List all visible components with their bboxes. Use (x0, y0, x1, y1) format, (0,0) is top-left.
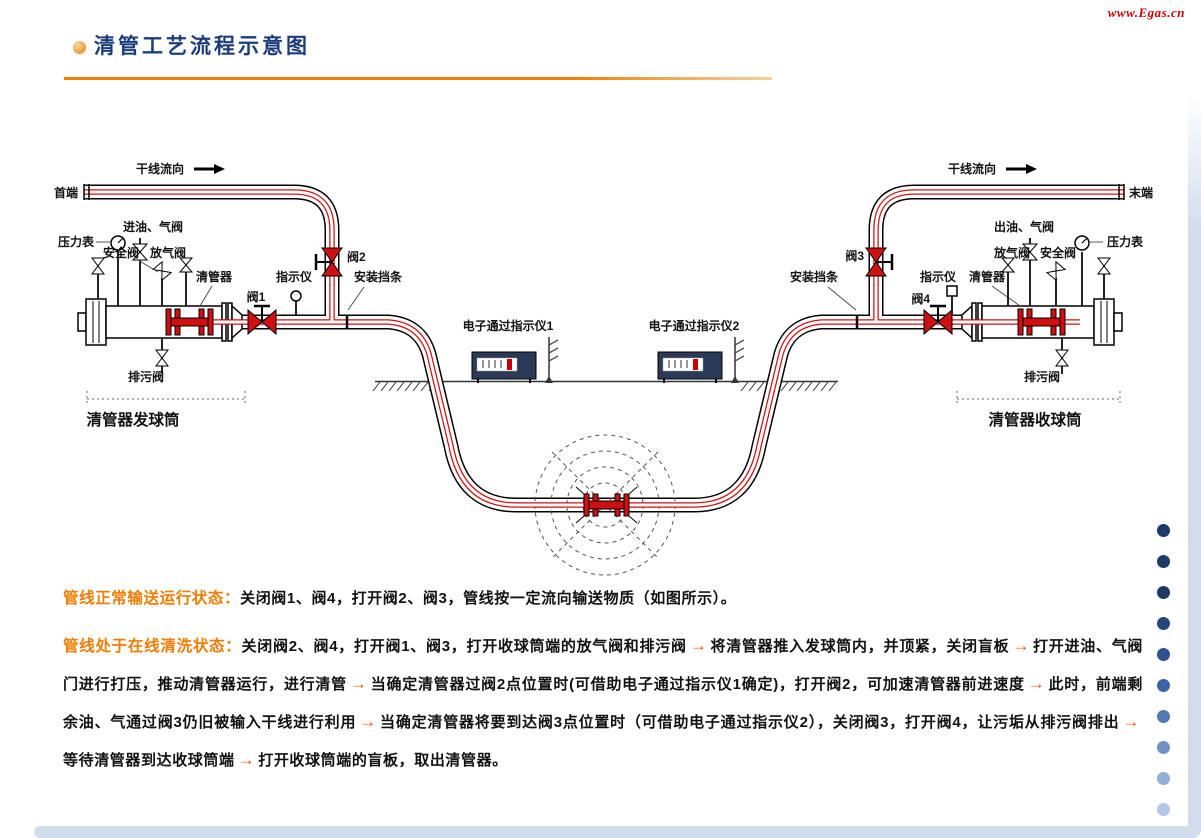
launcher-indicator-label: 指示仪 (276, 269, 313, 284)
cleaning-state-label: 管线处于在线清洗状态： (63, 638, 242, 655)
receiver-outlet-valve-label: 出油、气阀 (994, 219, 1054, 234)
side-dot (1157, 741, 1170, 754)
pig-in-pipeline (575, 486, 638, 524)
receiver-vent-valve-label: 放气阀 (993, 245, 1030, 260)
page-title: 清管工艺流程示意图 (94, 35, 310, 58)
launcher-safety-valve-label: 安全阀 (103, 245, 139, 260)
side-dot (1157, 803, 1170, 816)
flow-arrow: → (1122, 712, 1140, 731)
valve-3 (865, 247, 894, 277)
flow-lines (84, 189, 1124, 508)
pipe-end-flanges (83, 184, 1125, 200)
valve-1 (247, 304, 277, 336)
head-end-label: 首端 (54, 185, 78, 200)
dots-column (1157, 524, 1170, 816)
tail-end-label: 末端 (1129, 185, 1153, 200)
flow-arrow: → (359, 712, 377, 731)
normal-state-label: 管线正常输送运行状态： (63, 590, 241, 607)
page-frame-bottom (34, 826, 1201, 838)
launcher-caption: 清管器发球筒 (86, 410, 179, 429)
launcher-bracket (86, 391, 246, 403)
receiver-caption: 清管器收球筒 (988, 410, 1081, 429)
pass-indicator-2 (657, 337, 745, 383)
receiver-stop-bar-label: 安装挡条 (790, 269, 839, 284)
normal-state-text: 关闭阀1、阀4，打开阀2、阀3，管线按一定流向输送物质（如图所示）。 (240, 590, 737, 607)
pass-indicator-2-label: 电子通过指示仪2 (649, 318, 740, 333)
pass-indicator-1-label: 电子通过指示仪1 (463, 318, 554, 333)
launcher-pressure-gauge-label: 压力表 (58, 234, 95, 249)
main-pipeline (84, 184, 1124, 513)
valve-1-label: 阀1 (247, 290, 266, 304)
title-bullet-icon (73, 41, 86, 54)
flow-label-left: 干线流向 (136, 161, 184, 176)
launcher-fittings (91, 235, 365, 374)
title-underline (64, 77, 772, 80)
receiver-bracket (956, 391, 1121, 403)
launcher-vent-valve-label: 放气阀 (149, 245, 186, 260)
side-dot (1157, 555, 1170, 568)
normal-state-note: 管线正常输送运行状态：关闭阀1、阀4，打开阀2、阀3，管线按一定流向输送物质（如… (63, 580, 1143, 617)
receiver-pig-label: 清管器 (969, 269, 1006, 284)
launcher-stop-bar-label: 安装挡条 (354, 269, 403, 284)
launcher-pig-label: 清管器 (196, 269, 233, 284)
ground-line (372, 380, 838, 392)
cleaning-text: 关闭阀2、阀4，打开阀1、阀3，打开收球筒端的放气阀和排污阀→将清管器推入发球筒… (63, 636, 1144, 769)
process-diagram: 干线流向 干线流向 首端 末端 压力表 进油、气阀 安全阀 放气阀 清管器 指示… (54, 161, 1153, 576)
flow-arrow: → (1027, 674, 1046, 693)
flow-label-right: 干线流向 (948, 161, 996, 176)
side-dot (1157, 679, 1170, 692)
watermark: www.Egas.cn (1107, 5, 1185, 20)
flow-arrow: → (689, 636, 708, 655)
flow-direction-arrow-right (1006, 164, 1037, 174)
receiver-safety-valve-label: 安全阀 (1040, 245, 1076, 260)
launcher-drain-valve-label: 排污阀 (128, 369, 164, 384)
receiver-drain-valve-label: 排污阀 (1024, 369, 1060, 384)
side-dot (1157, 617, 1170, 630)
receiver-pressure-gauge-label: 压力表 (1107, 234, 1144, 249)
flow-direction-arrow-left (194, 164, 225, 174)
valve-2-label: 阀2 (347, 250, 366, 264)
valve-4 (923, 304, 953, 336)
pig-in-receiver (1017, 308, 1066, 336)
flow-arrow: → (237, 750, 256, 769)
valve-4-label: 阀4 (911, 292, 930, 306)
side-dot (1157, 586, 1170, 599)
side-dot (1157, 710, 1170, 723)
side-dot (1157, 772, 1170, 785)
valve-3-label: 阀3 (845, 249, 864, 263)
pig-in-launcher (165, 308, 214, 336)
page-frame-right (1188, 95, 1201, 838)
side-dot (1157, 524, 1170, 537)
receiver-indicator-label: 指示仪 (920, 269, 957, 284)
side-dot (1157, 648, 1170, 661)
pass-indicator-1 (471, 337, 559, 383)
launcher-inlet-valve-label: 进油、气阀 (123, 219, 183, 234)
flow-arrow: → (1012, 636, 1030, 655)
receiver-fittings (827, 235, 1111, 374)
flow-arrow: → (349, 674, 368, 693)
valve-2 (314, 247, 343, 277)
cleaning-state-note: 管线处于在线清洗状态：关闭阀2、阀4，打开阀1、阀3，打开收球筒端的放气阀和排污… (63, 627, 1143, 779)
notes-section: 管线正常输送运行状态：关闭阀1、阀4，打开阀2、阀3，管线按一定流向输送物质（如… (63, 580, 1143, 789)
